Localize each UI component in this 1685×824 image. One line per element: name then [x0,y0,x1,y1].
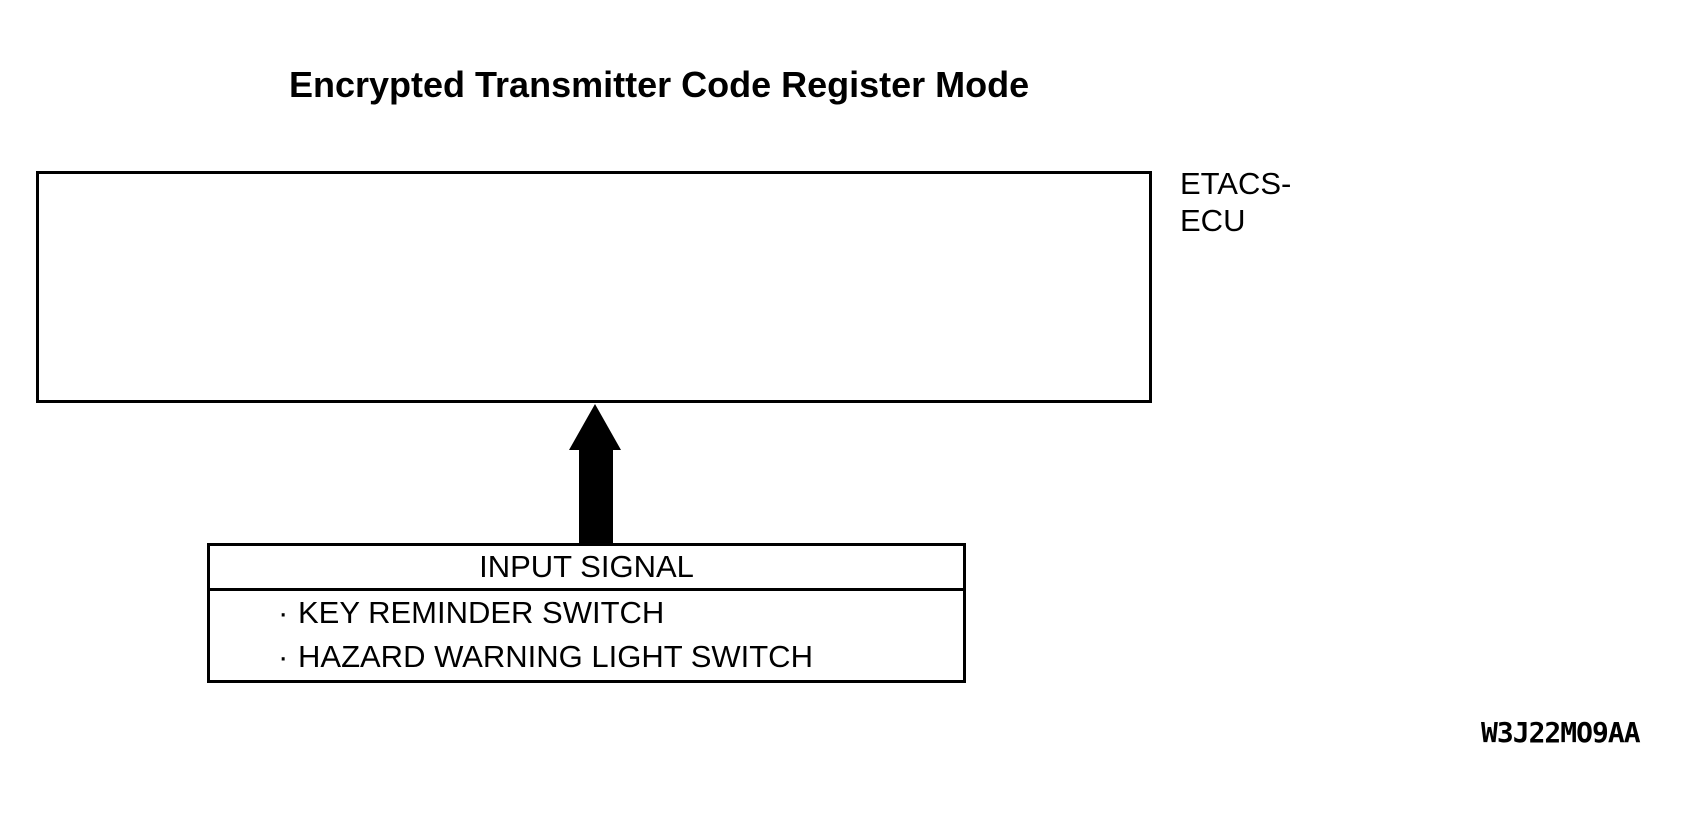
etacs-ecu-label-line1: ETACS- [1180,166,1292,201]
input-signal-list: · KEY REMINDER SWITCH · HAZARD WARNING L… [210,591,963,679]
list-item: · HAZARD WARNING LIGHT SWITCH [210,635,963,679]
input-item-label: HAZARD WARNING LIGHT SWITCH [298,639,813,674]
etacs-ecu-label: ETACS- ECU [1180,165,1291,239]
etacs-ecu-box [36,171,1152,403]
input-signal-header: INPUT SIGNAL [210,546,963,591]
diagram-title: Encrypted Transmitter Code Register Mode [289,64,1030,105]
figure-code: W3J22MO9AA [1481,716,1641,749]
input-signal-box: INPUT SIGNAL · KEY REMINDER SWITCH · HAZ… [207,543,966,683]
up-arrow-icon [569,404,621,544]
bullet-icon: · [278,639,289,674]
list-item: · KEY REMINDER SWITCH [210,591,963,635]
etacs-ecu-label-line2: ECU [1180,203,1246,238]
input-item-label: KEY REMINDER SWITCH [298,595,665,630]
bullet-icon: · [278,595,289,630]
